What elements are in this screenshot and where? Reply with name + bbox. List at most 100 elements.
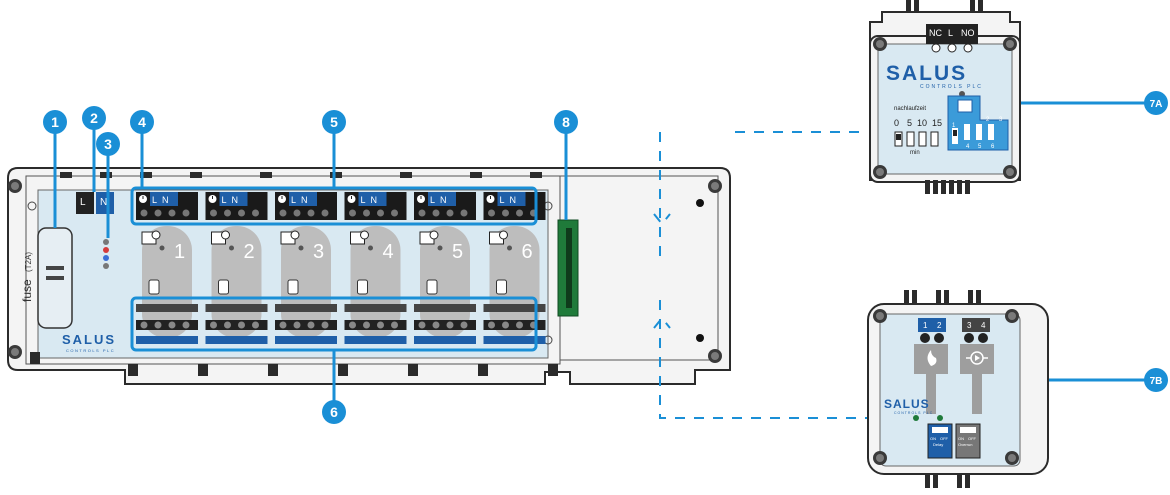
- zone-number: 4: [383, 241, 394, 263]
- time-0: 0: [894, 118, 899, 128]
- time-switches[interactable]: [894, 131, 939, 147]
- dip-5: 5: [978, 144, 982, 150]
- module-7b-brand-sub: CONTROLS PLC: [894, 411, 933, 415]
- callout-7b: 7B: [1144, 368, 1168, 392]
- svg-text:3: 3: [104, 136, 112, 152]
- dip-2: 2: [986, 117, 990, 123]
- dashed-connectors: [653, 131, 868, 419]
- nachlaufzeit-label: nachlaufzeit: [894, 106, 926, 112]
- clock-icon: [208, 195, 217, 203]
- svg-text:5: 5: [330, 114, 338, 130]
- edge-connector: [557, 219, 579, 317]
- svg-text:7A: 7A: [1150, 99, 1163, 110]
- callout-2: 2: [82, 106, 106, 130]
- zone-terminal-n: N: [301, 195, 308, 205]
- overrun-switch[interactable]: ON OFF Overrun: [955, 423, 981, 459]
- relay-label-l: L: [948, 28, 953, 38]
- svg-text:4: 4: [138, 114, 146, 130]
- callout-5: 5: [322, 110, 346, 134]
- svg-text:6: 6: [330, 404, 338, 420]
- zone-number: 6: [522, 241, 533, 263]
- callout-4: 4: [130, 110, 154, 134]
- callout-3: 3: [96, 132, 120, 156]
- mount-screw: [8, 179, 22, 193]
- overrun-label: Overrun: [958, 442, 972, 447]
- fuse-holder: fuse (T2A): [20, 227, 73, 329]
- zone-terminal-l: L: [291, 195, 296, 205]
- module-7b-brand: SALUS: [884, 397, 930, 411]
- dip-1: 1: [952, 123, 956, 129]
- main-brand: SALUS CONTROLS PLC: [62, 332, 115, 353]
- delay-on: ON: [930, 436, 936, 441]
- mount-screw: [708, 179, 722, 193]
- callout-1: 1: [43, 110, 67, 134]
- pump-icon: [966, 351, 988, 365]
- mount-screw: [8, 345, 22, 359]
- module-7a: NC L NO SALUS CONTROLS PLC nachlaufzeit …: [869, 0, 1021, 194]
- callout-7a: 7A: [1144, 91, 1168, 115]
- terminal-1: 1: [923, 321, 928, 330]
- clock-icon: [278, 195, 286, 203]
- dip-switches[interactable]: [952, 124, 994, 144]
- zone-terminal-n: N: [440, 195, 447, 205]
- clock-icon: [347, 195, 356, 203]
- overrun-on: ON: [958, 436, 964, 441]
- leader-lines: [53, 101, 1150, 404]
- svg-text:7B: 7B: [1150, 376, 1163, 387]
- zone-terminal-n: N: [162, 195, 169, 205]
- delay-off: OFF: [940, 436, 949, 441]
- zone-terminal-l: L: [430, 195, 435, 205]
- svg-text:1: 1: [51, 114, 59, 130]
- callouts: 1 2 3 4 5 6 8 7A 7B: [43, 91, 1168, 424]
- mount-screw: [708, 349, 722, 363]
- status-leds: [103, 239, 109, 269]
- zone-number: 2: [244, 241, 255, 263]
- zone-terminal-l: L: [361, 195, 366, 205]
- zone-terminal-l: L: [500, 195, 505, 205]
- zone-terminal-l: L: [152, 195, 157, 205]
- clock-icon: [139, 195, 147, 203]
- dip-4: 4: [966, 144, 970, 150]
- terminal-3: 3: [967, 321, 972, 330]
- time-15: 15: [932, 118, 942, 128]
- callout-8: 8: [554, 110, 578, 134]
- bottom-vents: [30, 352, 558, 376]
- fuse-label: fuse: [20, 279, 34, 302]
- dip-3: 3: [999, 117, 1003, 123]
- clock-icon: [486, 195, 495, 203]
- module-7b: 1 2 3 4 SALUS CONTROLS PLC ON OFF Delay: [867, 290, 1049, 488]
- dip-6: 6: [991, 144, 995, 150]
- terminal-4: 4: [981, 321, 986, 330]
- top-vents: [60, 172, 542, 178]
- min-label: min: [910, 150, 920, 156]
- svg-text:2: 2: [90, 110, 98, 126]
- relay-label-no: NO: [961, 28, 975, 38]
- svg-text:8: 8: [562, 114, 570, 130]
- overrun-off: OFF: [968, 436, 977, 441]
- module-7a-brand: SALUS: [886, 62, 967, 85]
- module-7a-brand-sub: CONTROLS PLC: [920, 84, 983, 90]
- callout-6: 6: [322, 400, 346, 424]
- power-terminal-n: N: [100, 197, 107, 208]
- power-terminal-l: L: [80, 197, 86, 208]
- fuse-rating: (T2A): [24, 252, 33, 272]
- zone-terminal-n: N: [232, 195, 239, 205]
- flame-icon: [927, 350, 937, 366]
- time-10: 10: [917, 118, 927, 128]
- zone-terminal-l: L: [222, 195, 227, 205]
- delay-label: Delay: [933, 442, 943, 447]
- terminal-2: 2: [937, 321, 942, 330]
- main-brand-sub: CONTROLS PLC: [66, 348, 115, 353]
- delay-switch[interactable]: ON OFF Delay: [927, 423, 953, 459]
- clock-icon: [417, 195, 425, 203]
- time-5: 5: [907, 118, 912, 128]
